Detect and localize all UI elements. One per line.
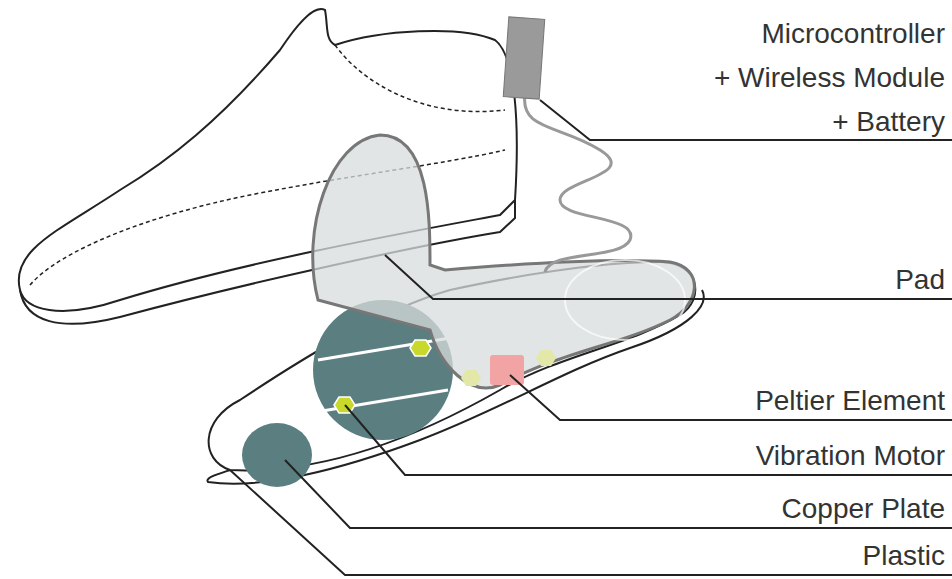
component-label: Copper Plate xyxy=(782,487,945,531)
stitch-line xyxy=(335,45,505,112)
peltier-element xyxy=(490,355,524,385)
vibration-motor xyxy=(461,370,481,386)
microcontroller-box xyxy=(503,17,544,99)
vibration-motor xyxy=(410,340,431,356)
leader-line xyxy=(230,470,952,575)
pad xyxy=(313,135,695,388)
plate-strip xyxy=(318,338,450,360)
component-label: Pad xyxy=(895,258,945,302)
plate-strip xyxy=(316,390,448,412)
shoe-upper xyxy=(19,9,517,311)
component-label: Vibration Motor xyxy=(756,434,945,478)
component-label: Peltier Element xyxy=(755,379,945,423)
leader-line xyxy=(385,255,952,299)
component-label: Microcontroller + Wireless Module + Batt… xyxy=(714,12,945,144)
vibration-motor xyxy=(536,350,556,366)
wire xyxy=(525,95,631,272)
component-label: Plastic xyxy=(863,534,945,578)
vibration-motor xyxy=(334,397,355,413)
